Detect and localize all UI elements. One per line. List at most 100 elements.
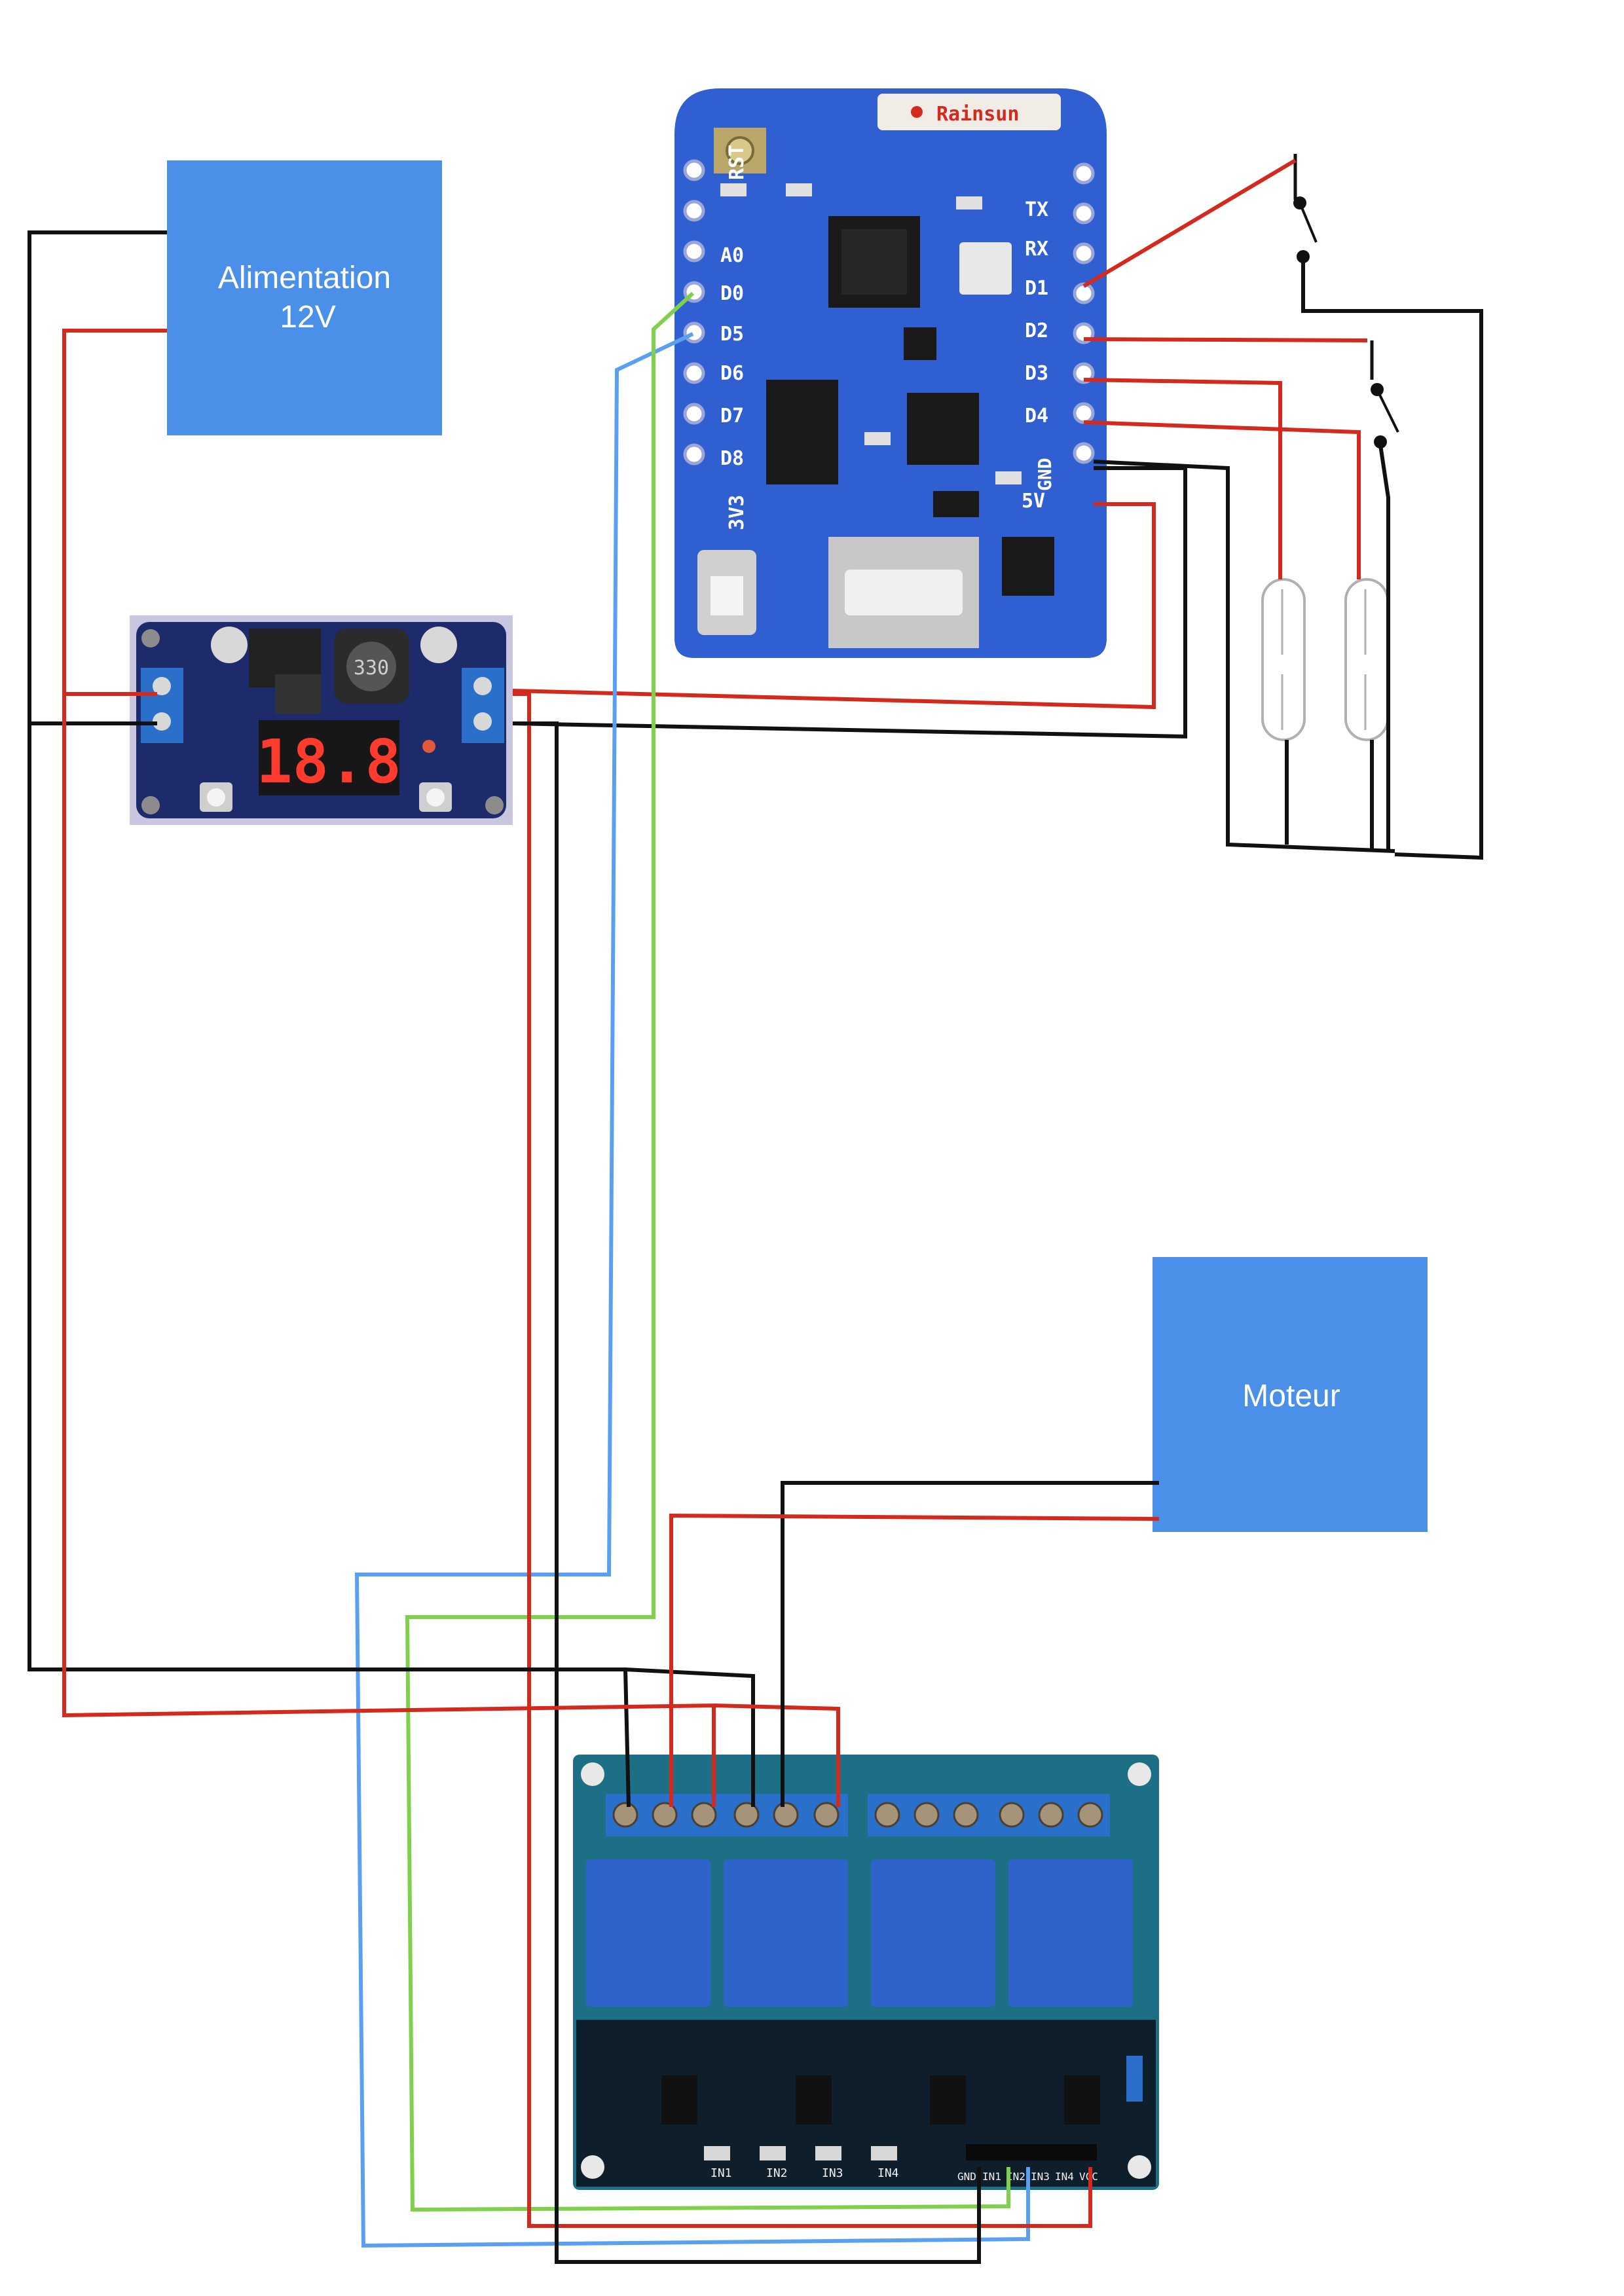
led-in3 [815, 2146, 841, 2160]
wire-d1-switch1 [1082, 158, 1297, 288]
led-label-in1: IN1 [710, 2166, 732, 2180]
relay-board: IN1 IN2 IN3 IN4 GND IN1 IN2 IN3 IN4 VCC [573, 1755, 1159, 2190]
buck-output-screw [473, 712, 492, 731]
brand-dot-icon [911, 106, 923, 118]
wire-d4-reed2 [1083, 420, 1361, 579]
smd-part [720, 183, 747, 196]
relay-2 [724, 1859, 848, 2007]
pin-label-d2: D2 [1025, 319, 1048, 342]
capacitor [211, 627, 248, 663]
pin-d6 [683, 321, 705, 344]
terminal-screw [913, 1802, 940, 1828]
wemos-brand-sticker [877, 94, 1061, 130]
buck-button-right-cap [426, 788, 445, 807]
pin-label-rst: RST [726, 145, 748, 180]
switch-1-contact [1297, 250, 1310, 263]
wire-psu-gnd [28, 230, 167, 725]
optocoupler [796, 2075, 832, 2124]
wemos-right-header: TX RX D1 D2 D3 D4 GND 5V [1022, 162, 1095, 513]
terminal-screw [1038, 1802, 1064, 1828]
jumper [1126, 2056, 1143, 2102]
smd-part [786, 183, 812, 196]
header-label-in2: IN2 [1006, 2170, 1025, 2183]
wemos-board: Rainsun [674, 88, 1107, 658]
micro-usb-opening [845, 570, 963, 615]
pin-label-d4: D4 [1025, 405, 1048, 428]
wemos-pcb [674, 88, 1107, 658]
pin-a0 [683, 200, 705, 222]
smd-part [956, 196, 982, 210]
pin-d4 [1073, 362, 1095, 384]
motor-label: Moteur [1242, 1379, 1340, 1413]
pin-rx [1073, 202, 1095, 225]
mount-hole [485, 796, 504, 814]
pin-tx [1073, 162, 1095, 185]
switch-1-lever [1299, 202, 1318, 243]
relay-terminal-screws [612, 1802, 1103, 1828]
led-label-in2: IN2 [766, 2166, 788, 2180]
pin-d8 [683, 403, 705, 425]
optocoupler [661, 2075, 697, 2124]
wire-gnd-reeds [1093, 460, 1395, 853]
power-supply-label: Alimentation [218, 261, 391, 295]
buck-led [422, 740, 435, 753]
terminal-screw [773, 1802, 799, 1828]
antenna-socket [726, 136, 754, 165]
wire-motor-black [781, 1481, 1159, 1807]
header-label-in1: IN1 [982, 2170, 1001, 2183]
led-in4 [871, 2146, 897, 2160]
usb-serial-chip [907, 393, 979, 465]
buck-output-screw [473, 677, 492, 695]
capacitor [420, 627, 457, 663]
voltage-display [259, 720, 399, 795]
pin-d0 [683, 240, 705, 263]
pin-label-d3: D3 [1025, 362, 1048, 385]
relay-4 [1008, 1859, 1133, 2007]
relay-terminal-block-right [868, 1794, 1110, 1836]
switch-2-contact [1374, 435, 1387, 448]
led-label-in3: IN3 [822, 2166, 843, 2180]
pin-label-gnd: GND [1034, 458, 1056, 491]
voltage-display-value: 18.8 [256, 727, 401, 797]
wire-d3-reed1 [1083, 378, 1282, 579]
wemos-left-header: RST A0 D0 D5 D6 D7 D8 3V3 [683, 145, 748, 530]
wire-psu-relay-vin [62, 694, 716, 1807]
pin-d2 [1073, 282, 1095, 304]
relay-terminal-block-left [606, 1794, 848, 1836]
wire-d6-in2 [354, 332, 1030, 2248]
esp-chip-core [841, 229, 907, 295]
terminal-screw [813, 1802, 840, 1828]
reed-switch-2 [1344, 578, 1389, 741]
pin-gnd [1073, 402, 1095, 424]
wire-psu-relay-gnd [28, 723, 631, 1808]
crystal [959, 242, 1012, 295]
led-in2 [760, 2146, 786, 2160]
header-label-in3: IN3 [1031, 2170, 1050, 2183]
pin-label-tx: TX [1025, 198, 1048, 221]
wire-relay-gnd [513, 721, 981, 2264]
optocoupler [930, 2075, 966, 2124]
wire-switch2-gnd [1378, 445, 1390, 851]
switches [1261, 154, 1399, 741]
buck-button-left-cap [207, 788, 225, 807]
buck-input-screw [153, 677, 171, 695]
switch-2-lever [1376, 389, 1399, 433]
reed-switch-1 [1261, 578, 1306, 741]
terminal-screw [953, 1802, 979, 1828]
optocoupler [1064, 2075, 1100, 2124]
wires [28, 158, 1483, 2264]
terminal-screw [612, 1802, 638, 1828]
regulator-chip-body [275, 674, 321, 714]
inductor-core [346, 642, 396, 691]
mount-hole [141, 629, 160, 647]
mount-hole [1128, 2155, 1151, 2179]
relay-1 [586, 1859, 710, 2007]
wire-motor-red [669, 1513, 1160, 1807]
wire-psu-vin [62, 329, 167, 696]
mount-hole [581, 2155, 604, 2179]
pin-3v3 [683, 443, 705, 465]
mount-hole [581, 1762, 604, 1786]
pin-d1 [1073, 242, 1095, 264]
reset-button-cap [710, 576, 743, 615]
pin-label-3v3: 3V3 [726, 495, 748, 530]
